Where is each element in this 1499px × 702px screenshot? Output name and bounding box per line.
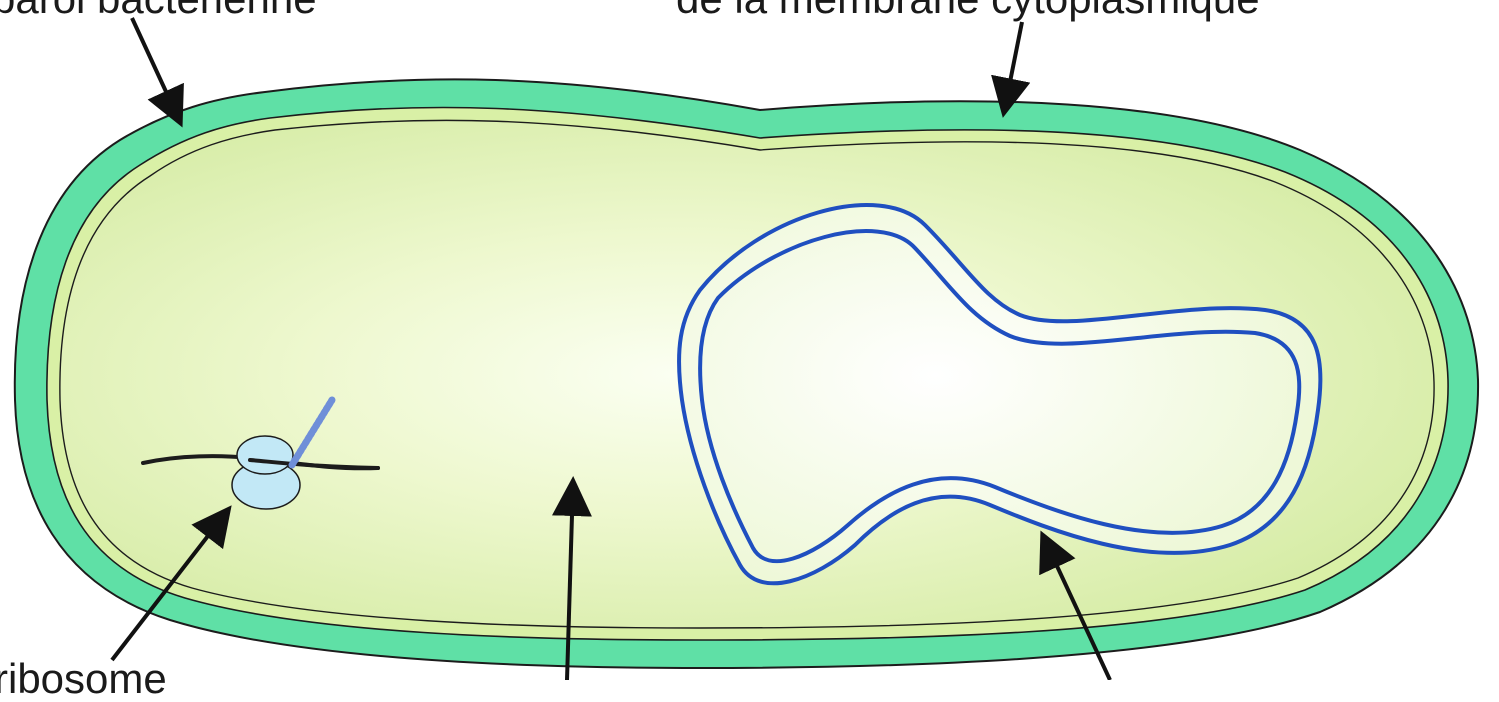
membrane-label: de la membrane cytoplasmique	[676, 0, 1260, 20]
arrow-icon	[132, 18, 180, 122]
arrow-icon	[1004, 22, 1022, 112]
diagram-canvas	[0, 0, 1499, 680]
ribosome-small-subunit	[237, 436, 293, 474]
bacterial-cell-diagram: paroi bactérienne de la membrane cytopla…	[0, 0, 1499, 680]
ribosome-label: ribosome	[0, 658, 167, 700]
cell-wall-label: paroi bactérienne	[0, 0, 317, 20]
